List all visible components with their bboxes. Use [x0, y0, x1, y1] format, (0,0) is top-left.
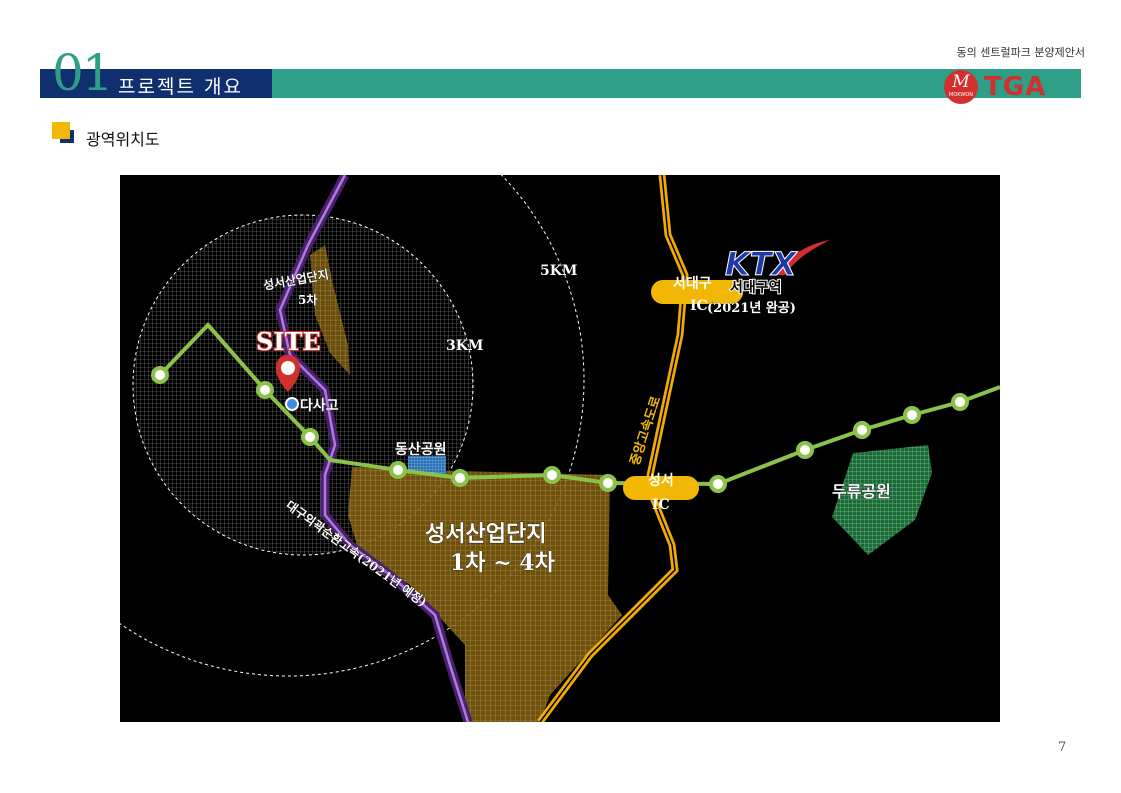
logo-emblem-icon: M MOKWON: [944, 70, 978, 104]
station-8: [709, 475, 727, 493]
label-site: SITE: [256, 327, 321, 356]
station-10: [853, 421, 871, 439]
station-12: [951, 393, 969, 411]
logo-text: TGA: [984, 72, 1047, 102]
section-number: 01: [52, 44, 114, 102]
section-title: 프로젝트 개요: [118, 76, 243, 98]
label-industrial-main-sub: 1차 ~ 4차: [450, 550, 556, 576]
station-9: [796, 441, 814, 459]
duryu-park-area: [832, 445, 932, 555]
location-map: KTX 성서산업단지 5차 SITE 3KM 5KM 다사고 동산공원 성서산업…: [120, 175, 1000, 722]
logo-plus: +: [1060, 64, 1077, 88]
station-6: [543, 466, 561, 484]
company-logo: M MOKWON TGA +: [944, 64, 1078, 104]
station-7: [599, 474, 617, 492]
industrial-zone-main: [348, 467, 622, 722]
station-4: [389, 461, 407, 479]
label-seongseo-ic: 성서: [648, 473, 674, 489]
metro-stations: [151, 366, 969, 493]
dongsan-park-area: [408, 456, 446, 474]
label-seodaegu-station: 서대구역: [730, 279, 782, 296]
label-daesa-school: 다사고: [300, 398, 339, 414]
ring-5km: [120, 175, 585, 677]
subtitle-bullet-icon: [52, 122, 76, 144]
label-seodaegu-station-sub: (2021년 완공): [707, 301, 796, 316]
ktx-badge: KTX: [725, 245, 798, 283]
label-dongsan-park: 동산공원: [395, 441, 447, 458]
seodaegu-ic-pill: [651, 280, 743, 304]
label-seongseo-ic-sub: IC: [652, 497, 670, 513]
label-industrial-5-sub: 5차: [298, 292, 317, 307]
station-2: [256, 381, 274, 399]
station-1: [151, 366, 169, 384]
label-industrial-main: 성서산업단지: [425, 521, 546, 547]
logo-emblem-sub: MOKWON: [949, 92, 973, 98]
label-duryu-park: 두류공원: [832, 482, 891, 501]
station-5: [451, 469, 469, 487]
industrial-zone-5: [310, 245, 350, 375]
logo-emblem-letter: M: [952, 72, 970, 92]
label-seodaegu-ic-sub: IC: [690, 298, 708, 314]
page-number: 7: [1058, 740, 1067, 755]
label-seodaegu-ic: 서대구: [673, 276, 712, 292]
seongseo-ic-pill: [623, 476, 699, 500]
ktx-logo-icon: KTX: [725, 240, 830, 284]
station-3: [301, 428, 319, 446]
label-5km: 5KM: [540, 263, 577, 279]
subtitle: 광역위치도: [86, 130, 160, 149]
site-marker-icon: [275, 355, 301, 392]
header-section-block: [40, 69, 272, 98]
school-dot-icon: [285, 397, 299, 411]
label-3km: 3KM: [446, 338, 483, 354]
document-title: 동의 센트럴파크 분양제안서: [956, 46, 1085, 59]
station-11: [903, 406, 921, 424]
map-canvas: KTX 성서산업단지 5차 SITE 3KM 5KM 다사고 동산공원 성서산업…: [120, 175, 1000, 722]
